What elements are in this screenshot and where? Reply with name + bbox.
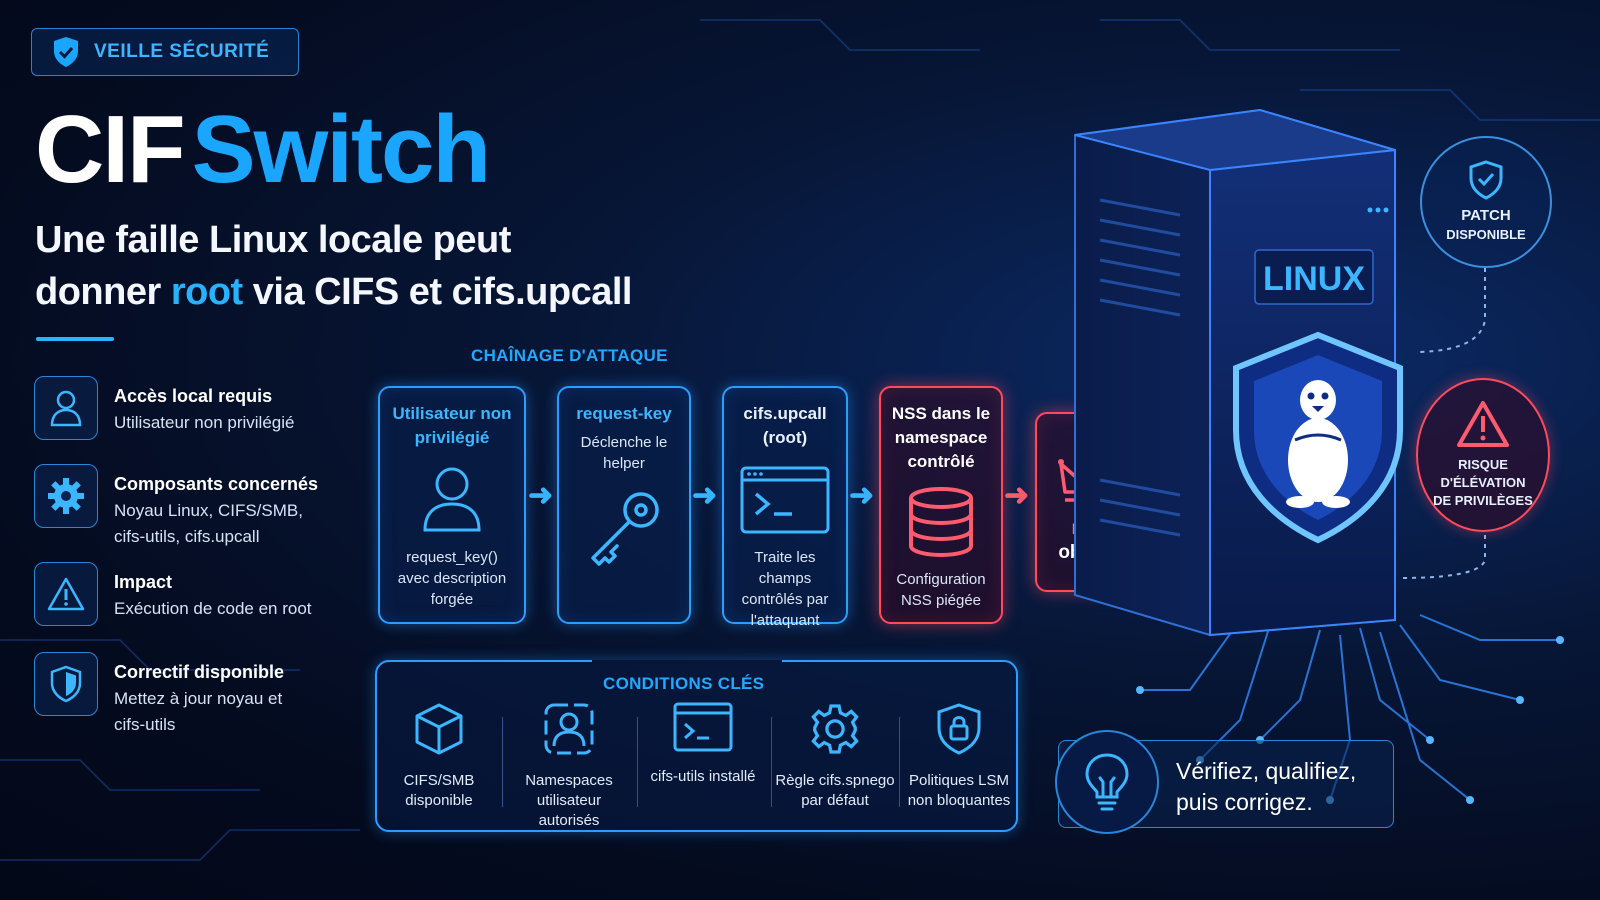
feature-desc: Exécution de code en root — [114, 599, 312, 618]
gear-icon — [811, 704, 859, 754]
title-part-switch: Switch — [191, 96, 491, 203]
linux-server: LINUX — [1074, 108, 1403, 637]
chain-arrow: ➜ — [528, 479, 554, 512]
chain-step-request-key: request-key Déclenche le helper — [557, 386, 691, 624]
shield-check-icon — [1469, 160, 1503, 200]
divider — [502, 717, 503, 807]
patch-available-badge: PATCH DISPONIBLE — [1420, 136, 1552, 268]
risk-line-3: DE PRIVILÈGES — [1433, 493, 1533, 508]
key-conditions-panel: CONDITIONS CLÉS CIFS/SMB disponible Name… — [375, 660, 1018, 832]
subtitle-highlight-root: root — [170, 271, 243, 313]
step-desc: request_key() avec description forgée — [397, 549, 507, 608]
shield-icon — [34, 652, 98, 716]
warning-icon — [34, 562, 98, 626]
condition-spnego-rule: Règle cifs.spnego par défaut — [773, 702, 897, 811]
recommendation-text: Vérifiez, qualifiez, puis corrigez. — [1176, 758, 1357, 815]
divider — [771, 717, 772, 807]
condition-label: Politiques LSM non bloquantes — [907, 772, 1011, 809]
page-title: CIFSwitch — [35, 95, 491, 205]
feature-desc: Mettez à jour noyau et cifs-utils — [114, 689, 283, 734]
server-label: LINUX — [1263, 260, 1365, 298]
divider — [899, 717, 900, 807]
chain-step-cifs-upcall: cifs.upcall (root) Traite les champs con… — [722, 386, 848, 629]
panel-label-gap — [592, 660, 782, 664]
chain-step-user: Utilisateur non privilégié request_key()… — [378, 386, 526, 624]
title-part-cif: CIF — [35, 96, 186, 203]
lightbulb-icon-circle — [1055, 730, 1159, 834]
patch-line-2: DISPONIBLE — [1446, 227, 1526, 242]
condition-label: CIFS/SMB disponible — [403, 772, 475, 809]
condition-cifs-smb: CIFS/SMB disponible — [377, 702, 501, 811]
divider — [637, 717, 638, 807]
condition-cifs-utils: cifs-utils installé — [641, 702, 765, 787]
attack-chain-label: CHAÎNAGE D'ATTAQUE — [471, 346, 668, 365]
subtitle-line-1: Une faille Linux locale peut — [35, 219, 511, 261]
feature-title: Accès local requis — [114, 386, 273, 406]
subtitle-text-end: via CIFS et cifs.upcall — [242, 271, 633, 313]
lightbulb-icon — [1085, 753, 1129, 811]
tux-shield-icon — [1233, 331, 1403, 544]
terminal-icon — [673, 702, 733, 752]
shield-lock-icon — [937, 703, 981, 755]
step-title: request-key — [576, 404, 672, 423]
step-title: Utilisateur non privilégié — [392, 404, 512, 447]
key-conditions-label: CONDITIONS CLÉS — [603, 674, 765, 693]
cube-icon — [415, 703, 463, 755]
chain-arrow: ➜ — [692, 479, 718, 512]
title-underline — [36, 337, 114, 341]
shield-check-icon — [54, 37, 78, 67]
step-desc: Configuration NSS piégée — [896, 571, 986, 609]
feature-desc: Utilisateur non privilégié — [114, 413, 295, 432]
condition-label: cifs-utils installé — [650, 768, 756, 785]
user-icon — [34, 376, 98, 440]
patch-line-1: PATCH — [1461, 207, 1511, 224]
risk-line-1: RISQUE — [1458, 457, 1508, 472]
risk-line-2: D'ÉLÉVATION — [1440, 475, 1526, 490]
privilege-escalation-risk-badge: RISQUE D'ÉLÉVATION DE PRIVILÈGES — [1416, 378, 1550, 532]
chain-step-nss: NSS dans le namespace contrôlé Configura… — [879, 386, 1003, 624]
terminal-icon — [740, 466, 830, 534]
gear-icon — [34, 464, 98, 528]
user-frame-icon — [544, 703, 594, 755]
condition-label: Namespaces utilisateur autorisés — [525, 772, 613, 829]
feature-title: Impact — [114, 572, 173, 592]
step-desc: Traite les champs contrôlés par l'attaqu… — [741, 549, 829, 629]
page-subtitle: Une faille Linux locale peut donner root… — [35, 214, 695, 318]
chain-arrow: ➜ — [1004, 479, 1030, 512]
condition-lsm-policies: Politiques LSM non bloquantes — [897, 702, 1021, 811]
database-icon — [909, 487, 973, 558]
step-title: cifs.upcall (root) — [743, 404, 827, 447]
step-sub: Déclenche le helper — [580, 434, 668, 472]
subtitle-line-2: donner root via CIFS et cifs.upcall — [35, 266, 695, 318]
user-icon — [423, 467, 481, 532]
feature-title: Composants concernés — [114, 474, 319, 494]
step-title: NSS dans le namespace contrôlé — [891, 404, 991, 471]
warning-icon — [1457, 401, 1509, 447]
condition-label: Règle cifs.spnego par défaut — [775, 772, 895, 809]
chain-arrow: ➜ — [849, 479, 875, 512]
badge-label: VEILLE SÉCURITÉ — [94, 41, 270, 62]
subtitle-text: donner — [35, 271, 171, 313]
security-watch-badge: VEILLE SÉCURITÉ — [31, 28, 299, 76]
condition-namespaces: Namespaces utilisateur autorisés — [507, 702, 631, 831]
key-icon — [591, 492, 659, 566]
feature-title: Correctif disponible — [114, 662, 285, 682]
feature-desc: Noyau Linux, CIFS/SMB, cifs-utils, cifs.… — [114, 501, 303, 546]
